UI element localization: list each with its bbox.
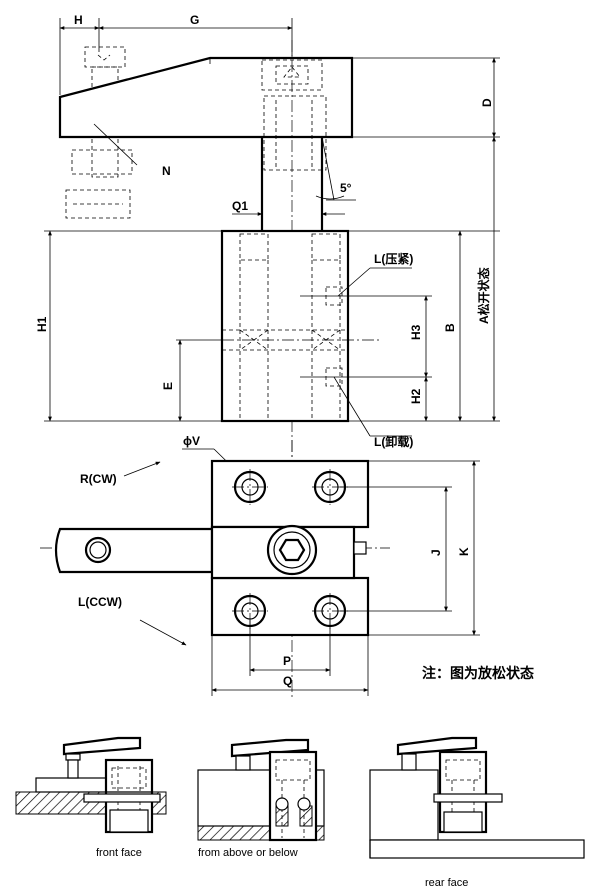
dim-H-label: H <box>74 13 83 27</box>
callout-N-label: N <box>162 164 171 178</box>
cylinder-body <box>220 229 380 423</box>
caption-front-face: front face <box>96 847 142 859</box>
rotation-cw-label: R(CW) <box>80 472 117 486</box>
arm-hole <box>84 536 112 564</box>
dim-E-label: E <box>161 382 175 390</box>
dim-G-label: G <box>190 13 199 27</box>
dim-P-label: P <box>283 654 291 668</box>
dim-H2-label: H2 <box>409 388 423 404</box>
dim-phiV-label: ϕV <box>183 434 200 448</box>
plan-view: ϕV <box>40 434 534 700</box>
angle-label: 5° <box>340 181 352 195</box>
bolt-hole-tl <box>232 469 268 505</box>
mount-front-face: front face <box>15 736 167 859</box>
dim-H3-label: H3 <box>409 324 423 340</box>
port-press-label: L(压紧) <box>374 251 413 266</box>
dim-J-label: J <box>429 549 443 556</box>
rotation-ccw-label: L(CCW) <box>78 595 122 609</box>
hex-nut <box>266 524 318 576</box>
dim-D-label: D <box>480 98 494 107</box>
piston-rod <box>260 136 335 231</box>
release-state-note: 注：图为放松状态 <box>422 665 534 682</box>
caption-rear-face: rear face <box>425 877 468 889</box>
clamp-arm <box>58 56 354 171</box>
caption-above-below: from above or below <box>198 847 298 859</box>
dim-Q1-label: Q1 <box>232 199 248 213</box>
dim-H1-label: H1 <box>35 316 49 332</box>
port-unload-label: L(卸载) <box>374 434 413 449</box>
mount-rear-face: rear face <box>369 736 585 889</box>
dim-Q-label: Q <box>283 674 292 688</box>
dim-B-label: B <box>443 323 457 332</box>
dim-A-label: A松开状态 <box>476 267 491 324</box>
dim-K-label: K <box>457 547 471 556</box>
front-view: H G D N 5° Q1 <box>35 13 500 470</box>
mount-above-below: from above or below <box>197 738 325 859</box>
